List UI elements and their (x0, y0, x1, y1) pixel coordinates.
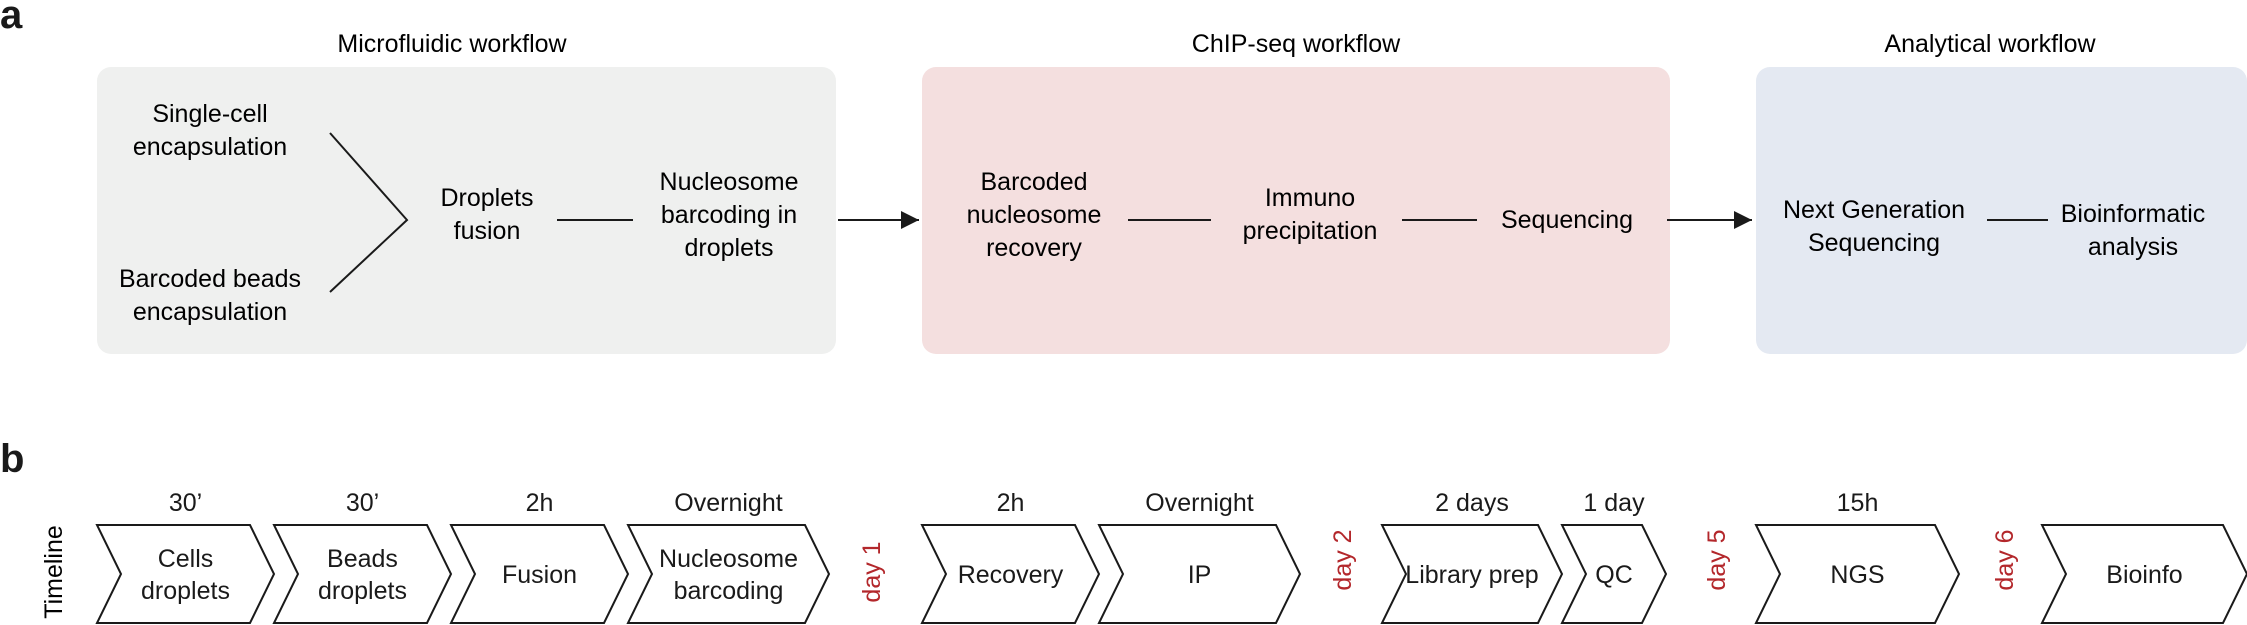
timeline-step-label: Recovery (958, 561, 1064, 589)
timeline-step-label: Library prep (1405, 561, 1538, 589)
merge-chevron-connector (329, 132, 409, 293)
timeline-step-duration: 2h (997, 489, 1025, 517)
timeline-step-duration: Overnight (674, 489, 782, 517)
timeline-step-label: Bioinfo (2106, 561, 2182, 589)
panel-a-label: a (0, 0, 23, 37)
timeline-step-label: Fusion (502, 561, 577, 589)
timeline-step-duration: 2h (526, 489, 554, 517)
timeline-step-chevron (920, 524, 1101, 624)
timeline-step-chevron (626, 524, 831, 624)
timeline-step-chevron (95, 524, 276, 624)
day-marker-5: day 5 (1703, 529, 1731, 590)
timeline-step-duration: 2 days (1435, 489, 1509, 517)
day-marker-1: day 1 (858, 541, 886, 602)
analytical-workflow-title: Analytical workflow (1884, 30, 2096, 58)
analytical-workflow-box (1756, 67, 2247, 354)
timeline-step-duration: 15h (1837, 489, 1879, 517)
timeline-step-duration: 30’ (346, 489, 379, 517)
timeline-step-chevron (1380, 524, 1564, 624)
timeline-step-label: IP (1188, 561, 1212, 589)
timeline-step-duration: 1 day (1583, 489, 1645, 517)
timeline-step-duration: 30’ (169, 489, 202, 517)
panel-b-label: b (0, 437, 24, 481)
timeline-step-chevron (1560, 524, 1668, 624)
day-marker-6: day 6 (1991, 529, 2019, 590)
day-marker-2: day 2 (1329, 529, 1357, 590)
timeline-step-chevron (449, 524, 630, 624)
node-sequencing: Sequencing (1501, 206, 1633, 234)
microfluidic-workflow-title: Microfluidic workflow (337, 30, 567, 58)
timeline-step-chevron (1754, 524, 1961, 624)
microfluidic-workflow-box (97, 67, 836, 354)
chipseq-workflow-title: ChIP-seq workflow (1192, 30, 1401, 58)
timeline-step-label: NGS (1830, 561, 1884, 589)
timeline-axis-label: Timeline (40, 525, 68, 619)
timeline-step-chevron (1097, 524, 1302, 624)
timeline-step-duration: Overnight (1145, 489, 1253, 517)
timeline-step-chevron (272, 524, 453, 624)
chipseq-workflow-box (922, 67, 1670, 354)
timeline-step-chevron (2040, 524, 2247, 624)
timeline-step-label: QC (1595, 561, 1633, 589)
